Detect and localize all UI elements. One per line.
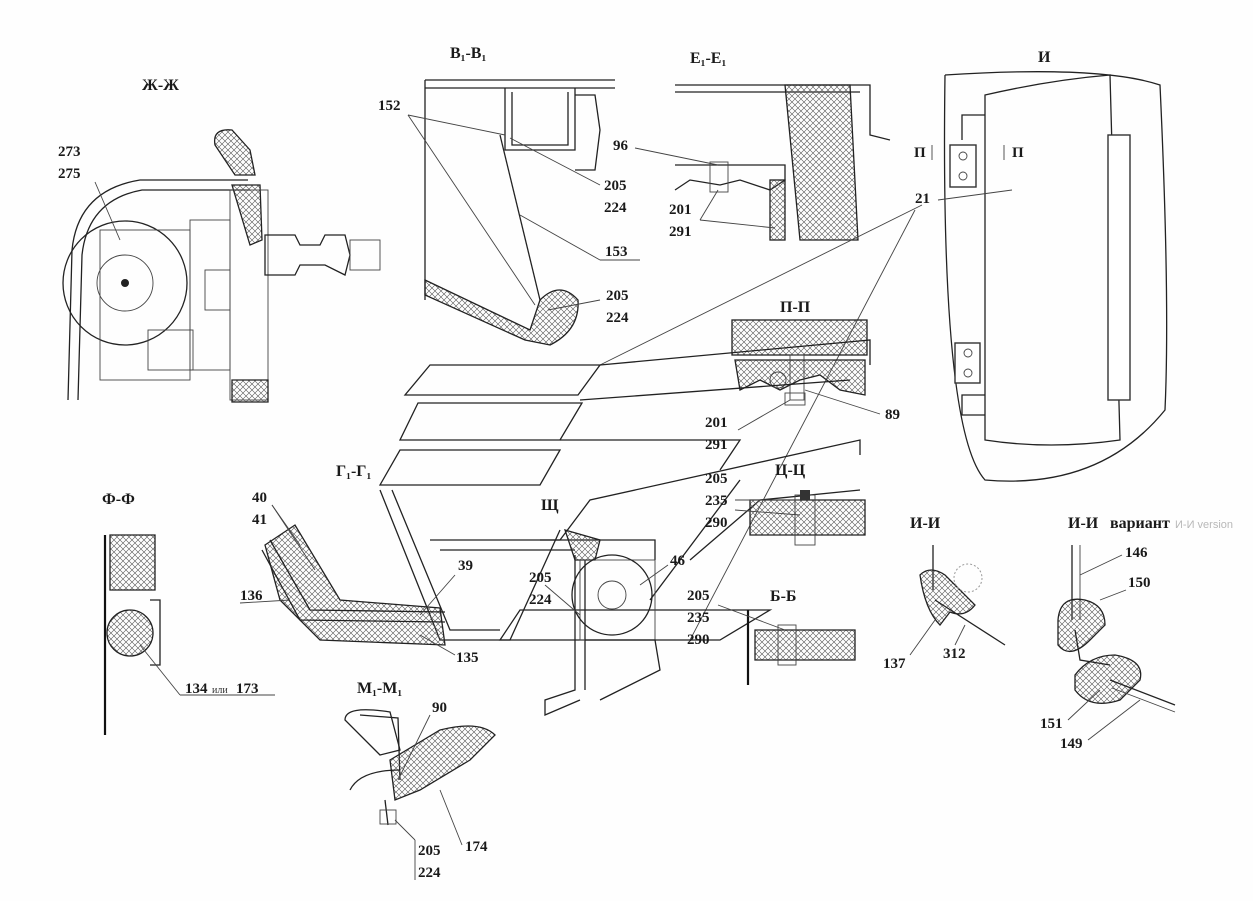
section-title-ii-variant: И-И <box>1068 515 1099 532</box>
callout-201-a: 201 <box>669 202 692 218</box>
callout-96: 96 <box>613 138 629 154</box>
callout-291-b: 291 <box>705 437 728 453</box>
callout-205-c: 205 <box>705 471 728 487</box>
section-v-v: В₁-В₁ 152 205 224 153 205 224 <box>378 45 640 346</box>
section-title-zh: Ж-Ж <box>142 77 179 94</box>
section-title-m: М₁-М₁ <box>357 680 402 697</box>
callout-46: 46 <box>670 553 686 569</box>
callout-153: 153 <box>605 244 628 260</box>
callout-151: 151 <box>1040 716 1063 732</box>
callout-136: 136 <box>240 588 263 604</box>
callout-290-e: 290 <box>687 632 710 648</box>
callout-134-or: или <box>212 685 228 696</box>
view-p-right: П <box>1012 145 1024 161</box>
callout-224-f: 224 <box>418 865 441 881</box>
callout-224-d: 224 <box>529 592 552 608</box>
section-title-p: П-П <box>780 299 811 316</box>
callout-224-b: 224 <box>606 310 629 326</box>
callout-152: 152 <box>378 98 401 114</box>
callout-273: 273 <box>58 144 81 160</box>
callout-205-f: 205 <box>418 843 441 859</box>
callout-21: 21 <box>915 191 930 207</box>
callout-90: 90 <box>432 700 447 716</box>
section-e-e: Е₁-Е₁ 96 201 291 <box>613 50 891 241</box>
callout-312: 312 <box>943 646 966 662</box>
view-p-left: П <box>914 145 926 161</box>
section-ii: И-И 137 312 <box>883 515 1006 672</box>
callout-205-e: 205 <box>687 588 710 604</box>
callout-149: 149 <box>1060 736 1083 752</box>
section-title-b: Б-Б <box>770 588 796 605</box>
section-title-e: Е₁-Е₁ <box>690 50 726 67</box>
section-title-g: Г₁-Г₁ <box>336 463 371 480</box>
callout-150: 150 <box>1128 575 1151 591</box>
callout-205-a: 205 <box>604 178 627 194</box>
section-ii-variant: И-И вариант И-И version 146 150 151 149 <box>1040 515 1233 752</box>
callout-235-e: 235 <box>687 610 710 626</box>
callout-174: 174 <box>465 839 488 855</box>
callout-290-a: 290 <box>705 515 728 531</box>
callout-137: 137 <box>883 656 906 672</box>
callout-201-b: 201 <box>705 415 728 431</box>
callout-205-b: 205 <box>606 288 629 304</box>
frame-perspective <box>378 339 871 641</box>
section-g-g: Г₁-Г₁ 40 41 136 39 135 <box>239 463 479 666</box>
section-title-v: В₁-В₁ <box>450 45 486 62</box>
view-title-shch: Щ <box>541 497 559 514</box>
section-p-p: П-П 201 291 89 <box>705 299 900 453</box>
view-shch: Щ 205 224 46 <box>529 497 686 716</box>
section-f-f: Ф-Ф 134 или 173 <box>102 491 275 735</box>
callout-224-a: 224 <box>604 200 627 216</box>
section-ts-ts: Ц-Ц 205 235 290 <box>705 462 866 546</box>
callout-41: 41 <box>252 512 267 528</box>
view-i: И П П 21 <box>914 49 1168 482</box>
callout-291-a: 291 <box>669 224 692 240</box>
variant-faint-text: И-И version <box>1175 519 1233 531</box>
callout-135: 135 <box>456 650 479 666</box>
callout-39: 39 <box>458 558 473 574</box>
section-zh-zh: Ж-Ж 273 275 <box>58 77 381 403</box>
section-title-f: Ф-Ф <box>102 491 135 508</box>
section-b-b: Б-Б 205 235 290 <box>687 588 856 685</box>
view-title-i: И <box>1038 49 1051 66</box>
section-title-ts: Ц-Ц <box>775 462 806 479</box>
callout-40: 40 <box>252 490 267 506</box>
callout-134: 134 <box>185 681 208 697</box>
callout-235-a: 235 <box>705 493 728 509</box>
callout-275: 275 <box>58 166 81 182</box>
callout-173: 173 <box>236 681 259 697</box>
variant-word: вариант <box>1110 515 1170 532</box>
callout-205-d: 205 <box>529 570 552 586</box>
section-m-m: М₁-М₁ 90 174 205 224 <box>344 680 496 881</box>
callout-89: 89 <box>885 407 900 423</box>
callout-146: 146 <box>1125 545 1148 561</box>
section-title-ii: И-И <box>910 515 941 532</box>
